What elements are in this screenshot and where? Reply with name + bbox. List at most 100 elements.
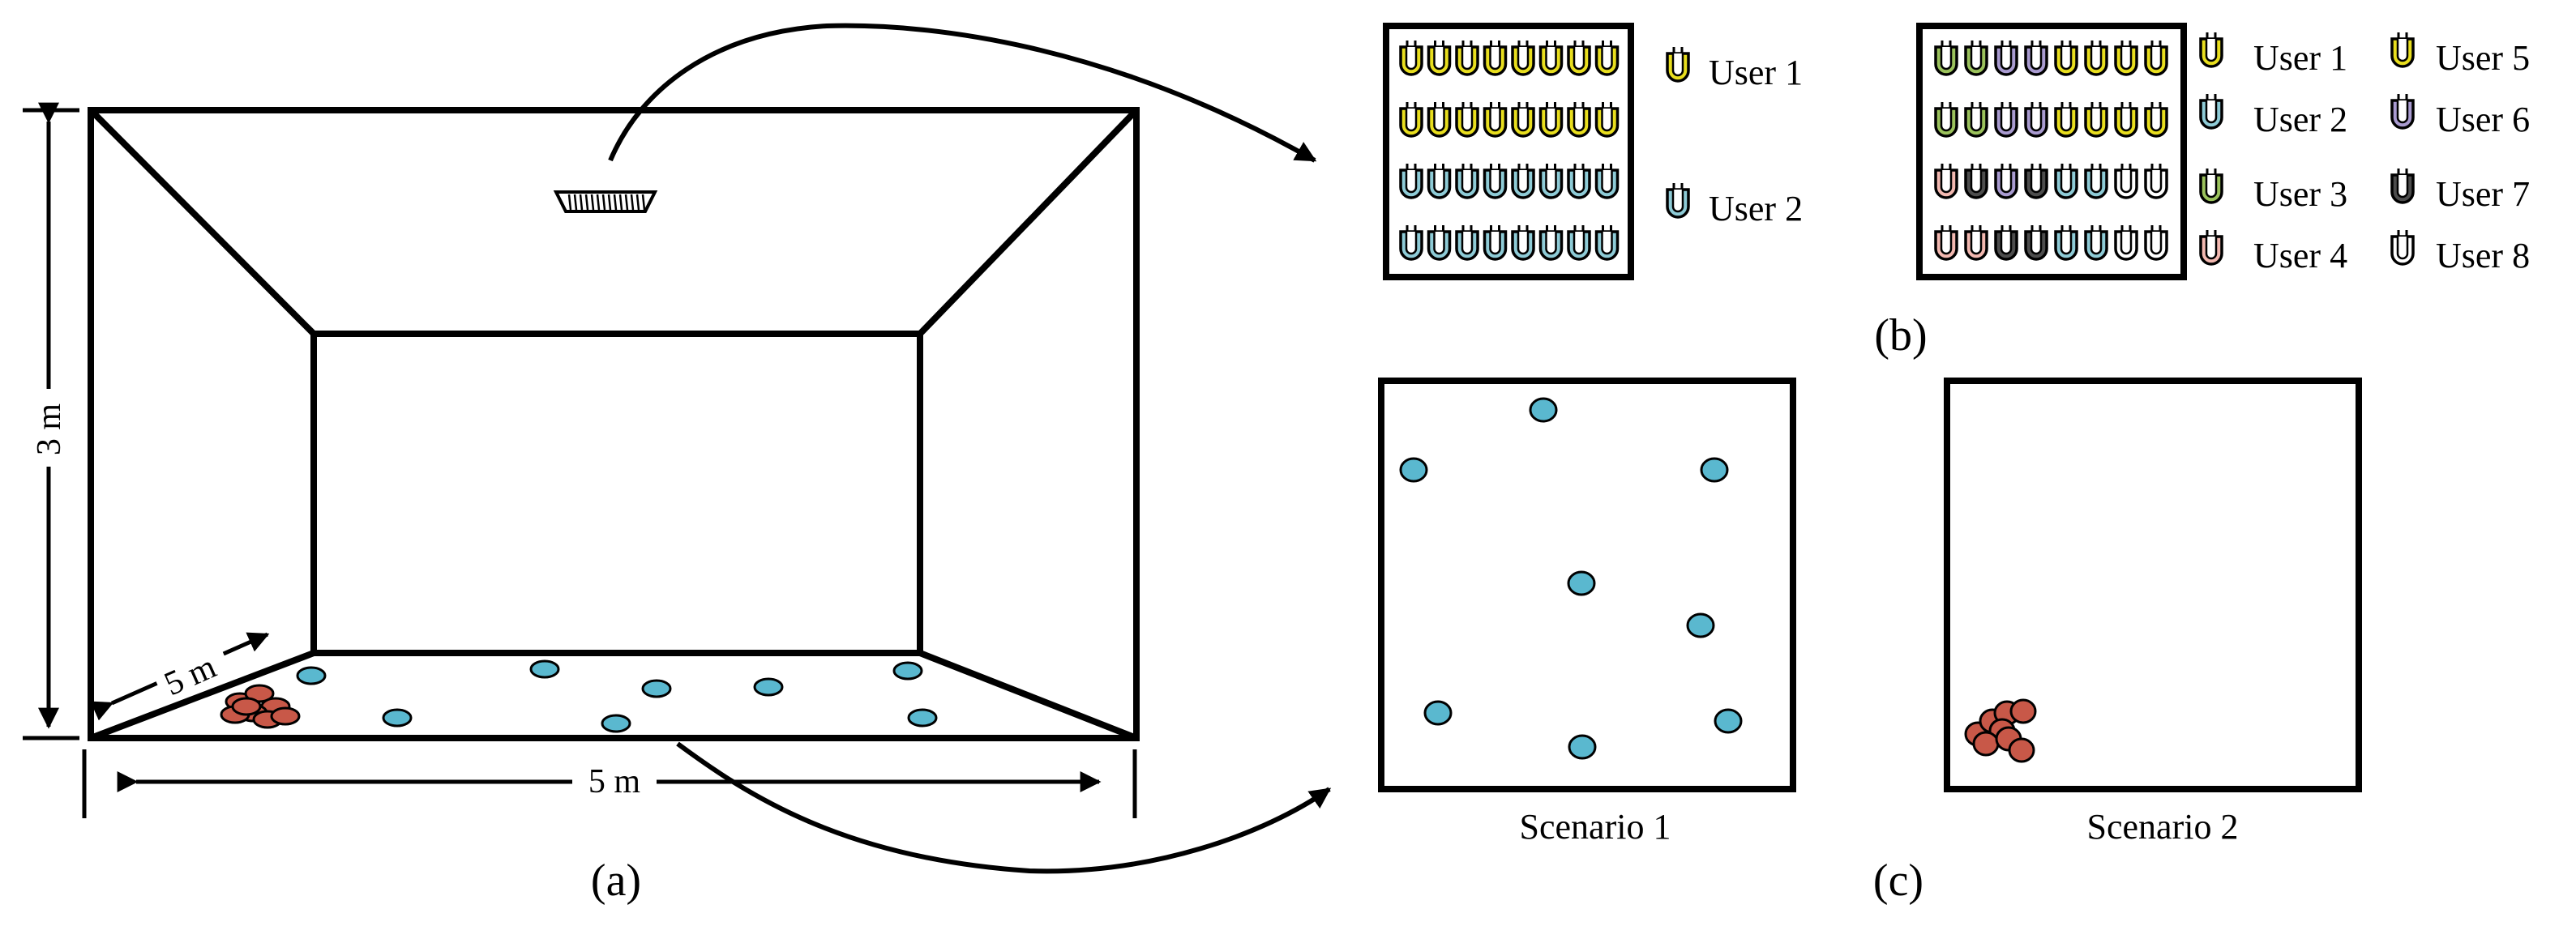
right-led-r4-c4 xyxy=(2024,225,2048,261)
scenario1-user xyxy=(1700,457,1729,483)
left-led-r1-c4 xyxy=(1483,41,1508,76)
left-led-r4-c4 xyxy=(1483,225,1508,261)
room-edge-top-left xyxy=(88,108,316,336)
left-led-r2-c8 xyxy=(1594,102,1620,138)
right-led-r3-c5 xyxy=(2054,164,2078,199)
left-led-r1-c8 xyxy=(1594,41,1620,76)
left-led-r4-c5 xyxy=(1511,225,1535,261)
legend-right-user6-icon xyxy=(2390,94,2415,130)
array-left-legend: User 1 User 2 xyxy=(1666,47,1803,228)
legend-left-user1: User 1 xyxy=(1709,53,1803,92)
ceiling-array-icon xyxy=(553,190,658,213)
right-led-r1-c7 xyxy=(2114,41,2138,76)
left-led-r4-c7 xyxy=(1567,225,1591,261)
left-led-r2-c2 xyxy=(1427,102,1452,138)
left-led-r4-c1 xyxy=(1399,225,1423,261)
scenario1-user xyxy=(1399,457,1428,483)
left-led-r2-c7 xyxy=(1567,102,1591,138)
right-led-r2-c7 xyxy=(2114,102,2138,138)
right-led-r4-c7 xyxy=(2114,225,2138,261)
room-edge-bottom-right xyxy=(918,650,1138,741)
array-left-leds xyxy=(1399,41,1620,261)
scenario2-user xyxy=(1972,731,2000,757)
left-led-r3-c4 xyxy=(1483,164,1508,199)
width-label: 5 m xyxy=(588,763,641,800)
right-led-r1-c5 xyxy=(2054,41,2078,76)
legend-right-user1-icon xyxy=(2199,32,2223,68)
left-led-r3-c3 xyxy=(1455,164,1479,199)
left-led-r1-c1 xyxy=(1399,41,1423,76)
floor-users xyxy=(220,659,938,733)
floor-user-red xyxy=(270,706,301,726)
legend-right-user5-icon xyxy=(2390,32,2415,68)
left-led-r3-c6 xyxy=(1538,164,1564,199)
left-led-r1-c7 xyxy=(1567,41,1591,76)
left-led-r2-c6 xyxy=(1538,102,1564,138)
right-led-r3-c4 xyxy=(2024,164,2048,199)
floor-user-blue xyxy=(601,714,631,733)
left-led-r2-c1 xyxy=(1399,102,1423,138)
left-led-r1-c3 xyxy=(1455,41,1479,76)
right-led-r2-c6 xyxy=(2084,102,2108,138)
right-led-r4-c6 xyxy=(2084,225,2108,261)
left-led-r4-c6 xyxy=(1538,225,1564,261)
floor-user-blue xyxy=(892,661,923,681)
left-led-r1-c6 xyxy=(1538,41,1564,76)
left-led-r3-c7 xyxy=(1567,164,1591,199)
right-led-r3-c1 xyxy=(1934,164,1958,199)
legend-right-user3-icon xyxy=(2199,169,2223,204)
right-led-r4-c2 xyxy=(1964,225,1988,261)
right-led-r1-c4 xyxy=(2024,41,2048,76)
floor-user-red xyxy=(244,684,275,703)
scenario2-user xyxy=(2009,698,2037,724)
scenario1-user xyxy=(1686,612,1715,638)
left-led-r3-c8 xyxy=(1594,164,1620,199)
panel-a-label: (a) xyxy=(591,856,641,906)
scenario2-users xyxy=(1964,698,2037,763)
right-led-r2-c8 xyxy=(2144,102,2168,138)
left-led-r1-c5 xyxy=(1511,41,1535,76)
legend-right-user8-icon xyxy=(2390,230,2415,266)
legend-right-user1: User 1 xyxy=(2253,38,2347,78)
left-led-r3-c5 xyxy=(1511,164,1535,199)
right-led-r1-c2 xyxy=(1964,41,1988,76)
right-led-r4-c1 xyxy=(1934,225,1958,261)
right-led-r3-c7 xyxy=(2114,164,2138,199)
right-led-r4-c8 xyxy=(2144,225,2168,261)
left-led-r2-c5 xyxy=(1511,102,1535,138)
right-led-r2-c3 xyxy=(1994,102,2018,138)
right-led-r1-c8 xyxy=(2144,41,2168,76)
right-led-r4-c5 xyxy=(2054,225,2078,261)
legend-right-user8: User 8 xyxy=(2436,236,2530,275)
floor-user-blue xyxy=(382,708,413,728)
legend-left-user2: User 2 xyxy=(1709,189,1803,228)
array-right-leds xyxy=(1934,41,2168,261)
panel-c-label: (c) xyxy=(1873,856,1923,906)
floor-user-red xyxy=(231,697,262,716)
right-led-r4-c3 xyxy=(1994,225,2018,261)
left-led-r3-c2 xyxy=(1427,164,1452,199)
legend-left-user2-icon xyxy=(1666,183,1690,219)
floor-user-blue xyxy=(296,666,327,685)
scenario2-user xyxy=(2008,737,2035,763)
scenario1-user xyxy=(1568,734,1597,760)
right-led-r3-c8 xyxy=(2144,164,2168,199)
legend-right-user7-icon xyxy=(2390,169,2415,204)
scenario1-user xyxy=(1714,708,1743,734)
ceiling-to-array-arrow xyxy=(608,23,1317,163)
right-led-r3-c2 xyxy=(1964,164,1988,199)
right-led-r2-c5 xyxy=(2054,102,2078,138)
legend-right-user6: User 6 xyxy=(2436,100,2530,139)
floor-user-blue xyxy=(641,679,672,698)
legend-right-user7: User 7 xyxy=(2436,174,2530,214)
right-led-r2-c1 xyxy=(1934,102,1958,138)
legend-left-user1-icon xyxy=(1666,47,1690,83)
right-led-r3-c3 xyxy=(1994,164,2018,199)
right-led-r3-c6 xyxy=(2084,164,2108,199)
left-led-r4-c3 xyxy=(1455,225,1479,261)
floor-user-blue xyxy=(753,677,784,697)
room-outer-wall xyxy=(88,107,1140,741)
floor-to-scenario-arrow xyxy=(676,741,1332,874)
floor-user-blue xyxy=(907,708,938,728)
